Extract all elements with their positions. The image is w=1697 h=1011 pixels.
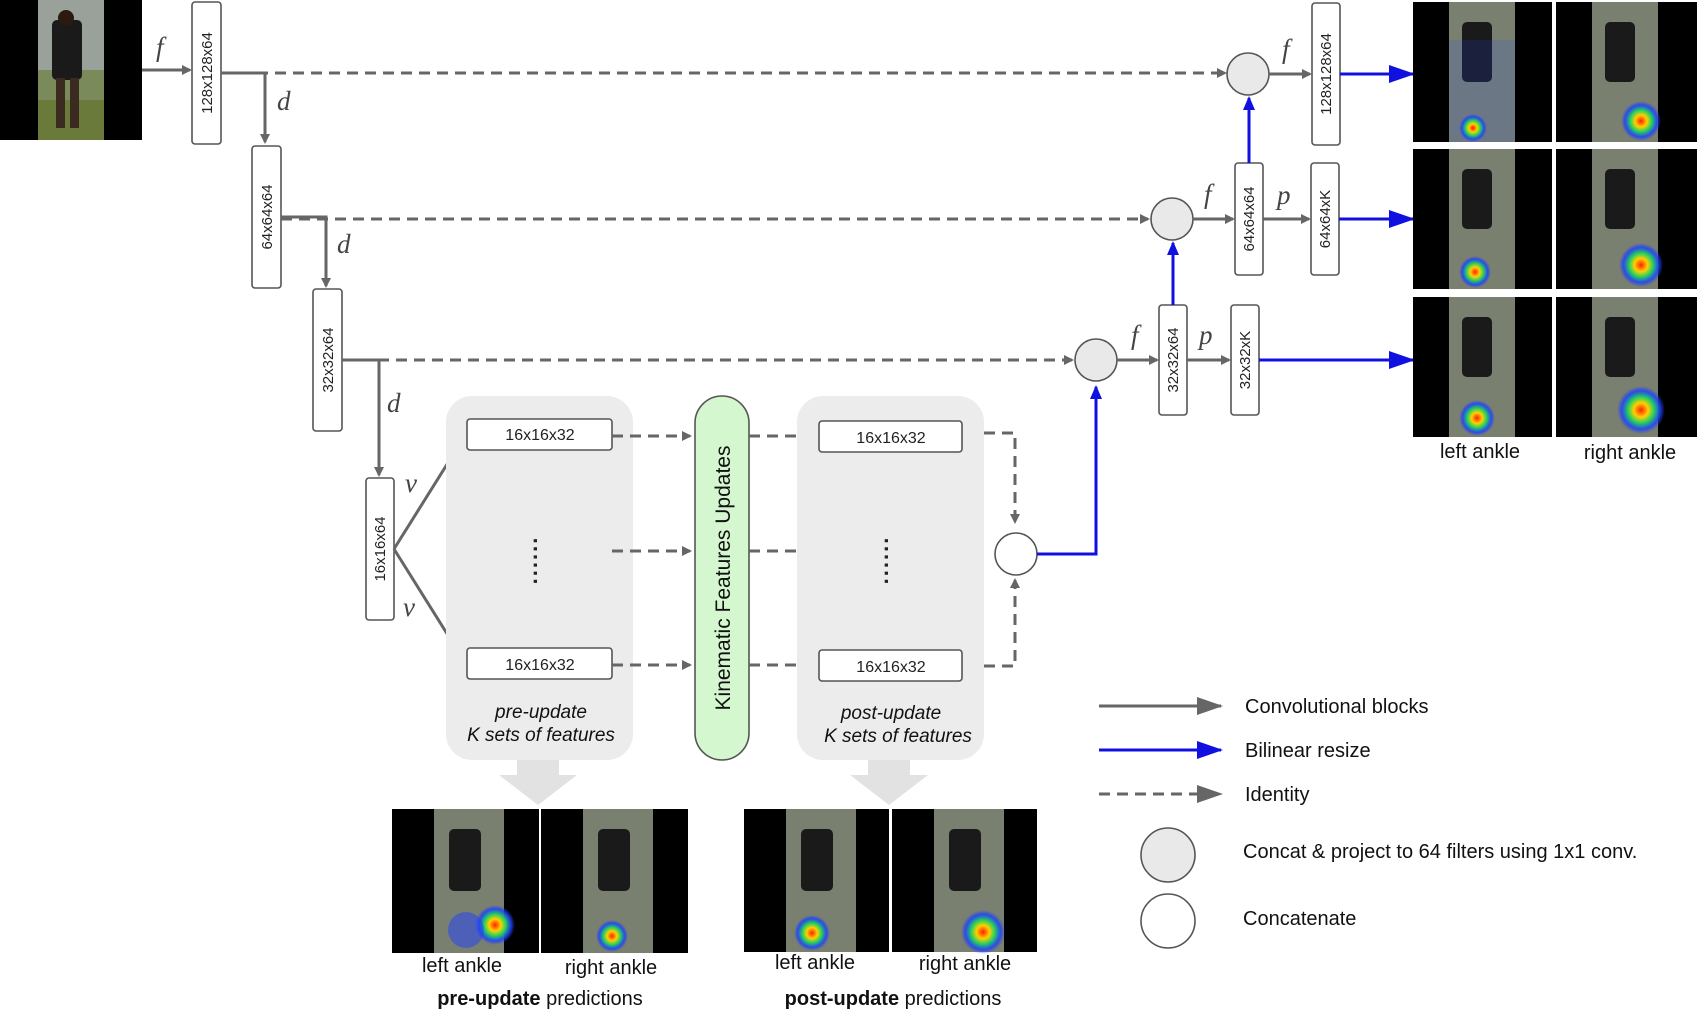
identity-arrow-concat-top <box>984 431 1020 524</box>
encoder-block-64-label: 64x64x64 <box>259 184 276 249</box>
heatmap-left-64 <box>1413 149 1552 289</box>
post-feature-bottom <box>818 649 963 682</box>
kinematic-updates-block: Kinematic Features Updates <box>694 395 750 761</box>
d-arrow-1 <box>221 71 270 144</box>
concat-project-node-128 <box>1226 52 1270 96</box>
p-symbol-32: p <box>1197 320 1213 350</box>
d-symbol-1: d <box>277 86 291 116</box>
output-block-32: 32x32xK <box>1230 304 1260 416</box>
d-symbol-2: d <box>337 229 351 259</box>
encoder-block-16-label: 16x16x64 <box>372 516 389 581</box>
encoder-block-32-label: 32x32x64 <box>320 327 337 392</box>
post-update-caption-line2: K sets of features <box>824 726 972 747</box>
pre-label-left-ankle: left ankle <box>422 955 502 977</box>
concat-project-node-32 <box>1074 338 1118 382</box>
legend-concatenate-node <box>1140 893 1196 949</box>
legend-concat-project-label: Concat & project to 64 filters using 1x1… <box>1243 841 1637 863</box>
post-label-right-ankle: right ankle <box>919 953 1011 975</box>
bilinear-arrow-to-32 <box>1037 385 1102 556</box>
v-symbol-top: v <box>405 468 417 498</box>
heatmap-right-128 <box>1556 2 1697 142</box>
post-update-predictions-caption: post-update predictions <box>785 988 1002 1010</box>
post-feature-bottom-label: 16x16x32 <box>856 659 925 676</box>
p-symbol-64: p <box>1275 180 1291 210</box>
d-symbol-3: d <box>387 388 401 418</box>
post-update-caption-line1: post-update <box>840 703 941 724</box>
decoder-block-32: 32x32x64 <box>1158 304 1188 416</box>
right-label-left-ankle: left ankle <box>1440 441 1520 463</box>
legend-conv-label: Convolutional blocks <box>1245 696 1428 718</box>
f-symbol-64: f <box>1204 179 1215 209</box>
legend-concat-project-node <box>1140 827 1196 883</box>
pre-update-predictions-caption: pre-update predictions <box>437 988 643 1010</box>
pre-label-right-ankle: right ankle <box>565 957 657 979</box>
concat-project-node-64 <box>1150 197 1194 241</box>
input-image <box>0 0 142 140</box>
concatenate-node <box>994 532 1038 576</box>
heatmap-left-128 <box>1413 2 1552 142</box>
output-block-64: 64x64xK <box>1310 162 1340 276</box>
heatmap-left-32 <box>1413 297 1552 437</box>
d-arrow-3 <box>342 358 384 477</box>
encoder-block-32: 32x32x64 <box>312 288 343 432</box>
encoder-block-16: 16x16x64 <box>365 477 395 621</box>
encoder-block-128: 128x128x64 <box>191 1 222 145</box>
post-update-heatmaps <box>744 809 1037 954</box>
post-feature-top-label: 16x16x32 <box>856 430 925 447</box>
heatmap-right-32 <box>1556 297 1697 437</box>
kinematic-label: Kinematic Features Updates <box>712 446 735 711</box>
pre-feature-bottom-label: 16x16x32 <box>505 657 574 674</box>
output-block-32-label: 32x32xK <box>1237 331 1254 389</box>
identity-arrow-concat-bottom <box>984 578 1020 668</box>
decoder-block-64: 64x64x64 <box>1234 162 1264 276</box>
pre-ellipsis: ...... <box>517 536 542 585</box>
legend-bilinear-label: Bilinear resize <box>1245 740 1371 762</box>
decoder-block-64-label: 64x64x64 <box>1241 186 1258 251</box>
output-heatmap-grid <box>1413 2 1697 437</box>
post-update-panel: 16x16x32 ...... 16x16x32 post-update K s… <box>797 396 984 805</box>
f-symbol-128: f <box>1282 34 1293 64</box>
v-symbol-bottom: v <box>403 592 415 622</box>
legend-concatenate-label: Concatenate <box>1243 908 1356 930</box>
decoder-block-128-label: 128x128x64 <box>1318 33 1335 115</box>
post-label-left-ankle: left ankle <box>775 952 855 974</box>
pre-update-caption-line2: K sets of features <box>467 725 615 746</box>
heatmap-right-64 <box>1556 149 1697 289</box>
legend: Convolutional blocks Bilinear resize Ide… <box>1099 696 1637 949</box>
pre-feature-top-label: 16x16x32 <box>505 427 574 444</box>
decoder-block-32-label: 32x32x64 <box>1165 327 1182 392</box>
pre-update-caption-line1: pre-update <box>494 702 587 723</box>
decoder-block-128: 128x128x64 <box>1311 2 1341 146</box>
pre-update-panel: 16x16x32 ...... 16x16x32 pre-update K se… <box>446 396 633 805</box>
post-ellipsis: ...... <box>868 536 893 585</box>
encoder-block-64: 64x64x64 <box>251 145 282 289</box>
post-feature-top <box>818 420 963 453</box>
pre-update-heatmaps <box>392 809 688 953</box>
encoder-block-128-label: 128x128x64 <box>199 32 216 114</box>
d-arrow-2 <box>281 215 331 288</box>
output-block-64-label: 64x64xK <box>1317 190 1334 248</box>
f-symbol: f <box>156 32 167 62</box>
right-label-right-ankle: right ankle <box>1584 442 1676 464</box>
legend-identity-label: Identity <box>1245 784 1309 806</box>
f-symbol-32: f <box>1131 320 1142 350</box>
